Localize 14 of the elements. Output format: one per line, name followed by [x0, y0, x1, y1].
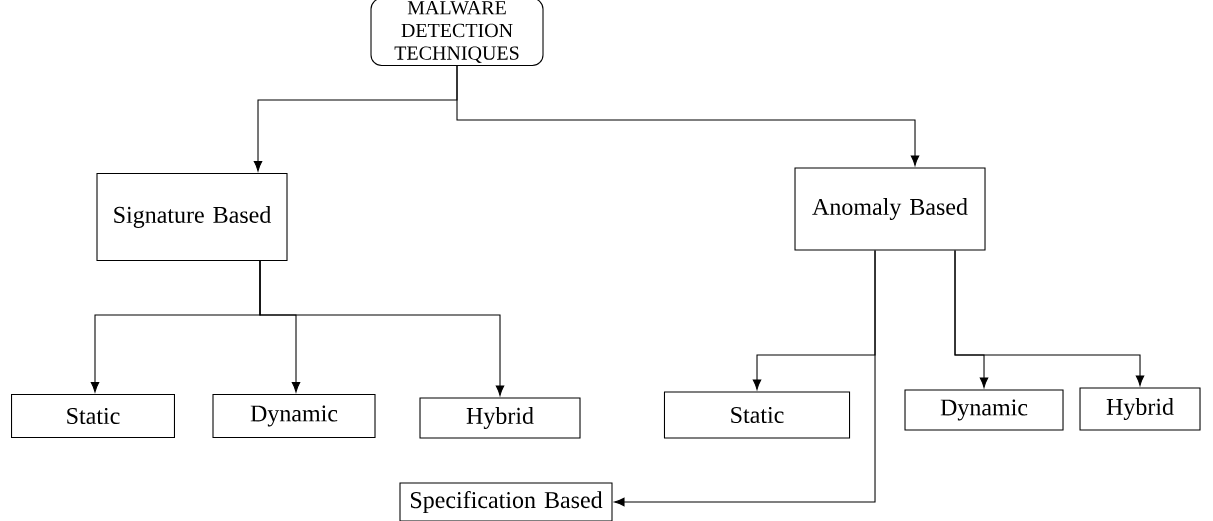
technique-box: Specification Based [399, 482, 613, 521]
technique-box: Static [11, 394, 175, 438]
technique-box: Hybrid [419, 397, 581, 439]
technique-box: Signature Based [96, 173, 288, 261]
arrow [259, 260, 505, 396]
technique-box: Anomaly Based [794, 167, 986, 251]
technique-box: Static [663, 391, 851, 439]
arrow [614, 250, 876, 507]
technique-box: Dynamic [904, 389, 1064, 431]
arrow [954, 250, 1145, 386]
technique-box: Dynamic [212, 394, 376, 438]
arrow [456, 65, 920, 166]
technique-box: Hybrid [1079, 387, 1201, 431]
title-box: MALWARE DETECTION TECHNIQUES [370, 0, 544, 67]
